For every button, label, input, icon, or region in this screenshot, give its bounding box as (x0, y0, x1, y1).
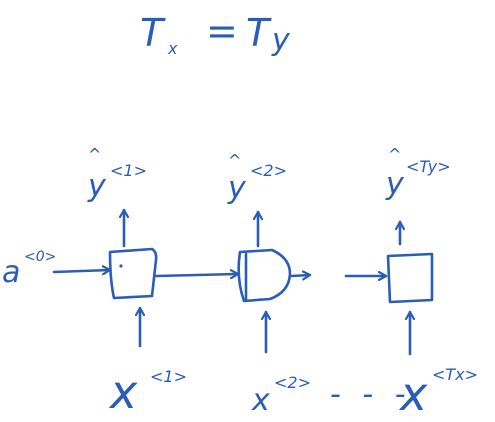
a0-superscript: <0> (24, 249, 56, 265)
equation-rhs-subscript: y (271, 23, 291, 58)
output-label-ty: ^ y <Ty> (385, 145, 451, 202)
a0-base: a (2, 255, 20, 290)
input-1-superscript: <1> (150, 367, 187, 386)
input-2-superscript: <2> (274, 373, 311, 392)
output-1-base: y (87, 169, 107, 204)
rnn-cell-2 (237, 248, 292, 303)
equation-tx-equals-ty: T x = T y (140, 9, 291, 58)
initial-activation-label: a <0> (2, 249, 56, 290)
cell-1-dot (119, 264, 123, 268)
output-2-base: y (227, 171, 247, 206)
input-label-2: x <2> (251, 373, 311, 418)
equation-rhs-T: T (246, 11, 272, 55)
equation-equals-sign: = (206, 9, 238, 53)
output-1-superscript: <1> (110, 161, 147, 180)
equation-lhs-subscript: x (167, 39, 178, 58)
input-tx-base: x (398, 367, 428, 421)
output-ty-superscript: <Ty> (406, 157, 451, 176)
a0-input-arrow (52, 270, 112, 272)
input-2-base: x (251, 383, 270, 418)
input-1-base: x (108, 365, 138, 419)
activation-arrow-2-out (290, 275, 312, 276)
output-label-1: ^ y <1> (87, 145, 147, 204)
equation-lhs-T: T (140, 11, 166, 55)
input-label-tx: x <Tx> (398, 365, 478, 421)
input-label-1: x <1> (108, 365, 187, 419)
activation-arrow-1-to-2 (154, 274, 240, 276)
ellipsis: - - - (330, 377, 412, 412)
rnn-cell-ty (386, 252, 434, 304)
output-2-hat: ^ (228, 151, 241, 170)
output-ty-base: y (385, 167, 405, 202)
rnn-cell-1 (108, 247, 158, 300)
output-2-superscript: <2> (250, 161, 287, 180)
output-1-hat: ^ (88, 145, 101, 164)
output-ty-hat: ^ (388, 145, 401, 164)
input-tx-superscript: <Tx> (432, 365, 478, 384)
output-label-2: ^ y <2> (227, 151, 287, 206)
